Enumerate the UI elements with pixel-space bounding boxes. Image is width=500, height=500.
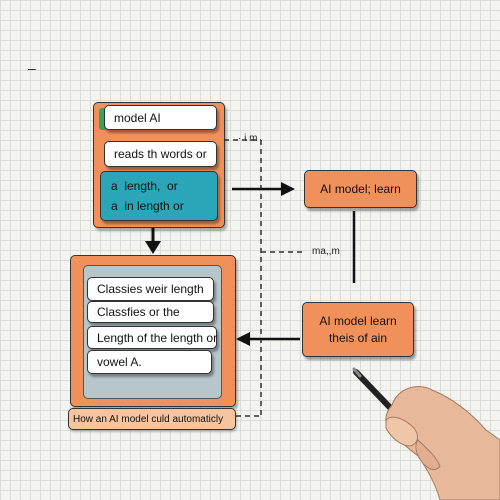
- card-model-ai-label: model AI: [114, 110, 161, 125]
- bottom-caption-label: How an AI model culd automaticly: [73, 413, 224, 425]
- right-box-learn-label: AI model; learn: [320, 182, 401, 196]
- right-box-ai-model-line-2: theis of ain: [328, 330, 388, 345]
- corner-mark: –: [28, 60, 36, 76]
- right-box-learn: AI model; learn: [304, 170, 417, 208]
- bottom-card-2: Classfies or the: [87, 301, 214, 323]
- arrow-head-down: [145, 241, 161, 254]
- arrow-head-left: [236, 332, 250, 346]
- teal-line-2: a in length or: [111, 199, 184, 213]
- card-reads-words: reads th words or: [104, 141, 217, 167]
- teal-line-1: a length, or: [111, 179, 178, 193]
- card-model-ai: model AI: [104, 105, 217, 130]
- dashed-label-2: ma,,m: [312, 246, 340, 257]
- card-reads-words-label: reads th words or: [114, 147, 207, 161]
- bottom-card-3-label: Length of the length or: [97, 330, 218, 345]
- bottom-card-4: vowel A.: [87, 350, 212, 374]
- bottom-card-2-label: Classfies or the: [97, 305, 180, 319]
- bottom-card-1: Classies weir length: [87, 277, 214, 301]
- thumb-shape: [415, 439, 441, 470]
- dashed-label-1: · i m: [238, 133, 258, 144]
- bottom-card-4-label: vowel A.: [97, 355, 142, 369]
- bottom-card-3: Length of the length or: [87, 326, 217, 349]
- teal-card: a length, or a in length or: [100, 171, 218, 221]
- pen-tip: [352, 367, 362, 378]
- right-box-ai-model-line-1: AI model learn: [319, 313, 397, 328]
- finger-shape: [385, 416, 418, 447]
- right-box-ai-model: AI model learn theis of ain: [302, 302, 414, 357]
- bottom-card-1-label: Classies weir length: [97, 282, 204, 296]
- bottom-caption: How an AI model culd automaticly: [68, 408, 236, 430]
- arrow-head-right: [281, 182, 295, 196]
